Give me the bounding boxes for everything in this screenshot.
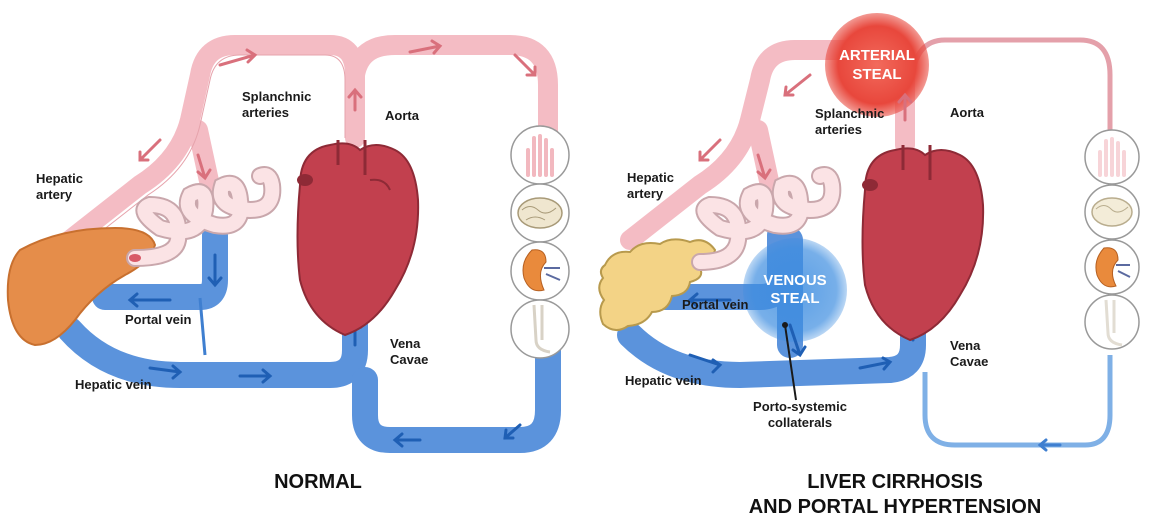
- brain-icon: [1085, 185, 1139, 239]
- normal-splanchnic-label-2: arteries: [242, 105, 289, 120]
- normal-vena-cavae-label-1: Vena: [390, 336, 421, 351]
- cirrhosis-panel: VENOUS STEAL ARTERIAL STEAL: [599, 13, 1139, 518]
- cirrhosis-title-2: AND PORTAL HYPERTENSION: [749, 496, 1042, 518]
- cirrhosis-aorta-label: Aorta: [950, 105, 985, 120]
- brain-icon: [511, 184, 569, 242]
- kidney-icon: [1085, 240, 1139, 294]
- cirrhosis-hepatic-artery-label-2: artery: [627, 186, 664, 201]
- cirrhosis-splanchnic-label-1: Splanchnic: [815, 106, 884, 121]
- cirrhosis-portal-vein-label: Portal vein: [682, 297, 749, 312]
- cirrhosis-title-1: LIVER CIRRHOSIS: [807, 471, 983, 493]
- cirrhosis-hepatic-artery-label-1: Hepatic: [627, 170, 674, 185]
- cirrhosis-vena-cavae-label-1: Vena: [950, 338, 981, 353]
- venous-steal-label-2: STEAL: [770, 290, 819, 307]
- hand-icon: [1085, 130, 1139, 184]
- normal-hepatic-artery-label-2: artery: [36, 187, 73, 202]
- kidney-icon: [511, 242, 569, 300]
- venous-steal-label-1: VENOUS: [763, 272, 826, 289]
- normal-heart: [297, 140, 418, 335]
- arterial-steal-label-2: STEAL: [852, 66, 901, 83]
- arterial-steal-bubble: [825, 13, 929, 117]
- cirrhosis-organ-column: [1085, 130, 1139, 349]
- normal-aorta-label: Aorta: [385, 108, 420, 123]
- normal-panel: Splanchnic arteries Hepatic artery Aorta…: [8, 41, 569, 493]
- collaterals-pointer-dot: [782, 322, 788, 328]
- hand-icon: [511, 126, 569, 184]
- cirrhosis-heart: [862, 145, 983, 340]
- cirrhosis-splanchnic-label-2: arteries: [815, 122, 862, 137]
- normal-vessel-stub: [129, 254, 141, 262]
- arterial-steal-label-1: ARTERIAL: [839, 47, 915, 64]
- collaterals-label-2: collaterals: [768, 415, 832, 430]
- collaterals-label-1: Porto-systemic: [753, 399, 847, 414]
- normal-hepatic-artery-label-1: Hepatic: [36, 171, 83, 186]
- normal-splanchnic-label-1: Splanchnic: [242, 89, 311, 104]
- leg-icon: [511, 300, 569, 358]
- cirrhosis-thin-artery: [912, 40, 1110, 130]
- normal-title: NORMAL: [274, 471, 362, 493]
- normal-hepatic-vein-label: Hepatic vein: [75, 377, 152, 392]
- normal-portal-vein-label: Portal vein: [125, 312, 192, 327]
- normal-vena-cavae-label-2: Cavae: [390, 352, 428, 367]
- cirrhosis-vena-cavae-label-2: Cavae: [950, 354, 988, 369]
- leg-icon: [1085, 295, 1139, 349]
- cirrhosis-hepatic-vein-label: Hepatic vein: [625, 373, 702, 388]
- normal-organ-column: [511, 126, 569, 358]
